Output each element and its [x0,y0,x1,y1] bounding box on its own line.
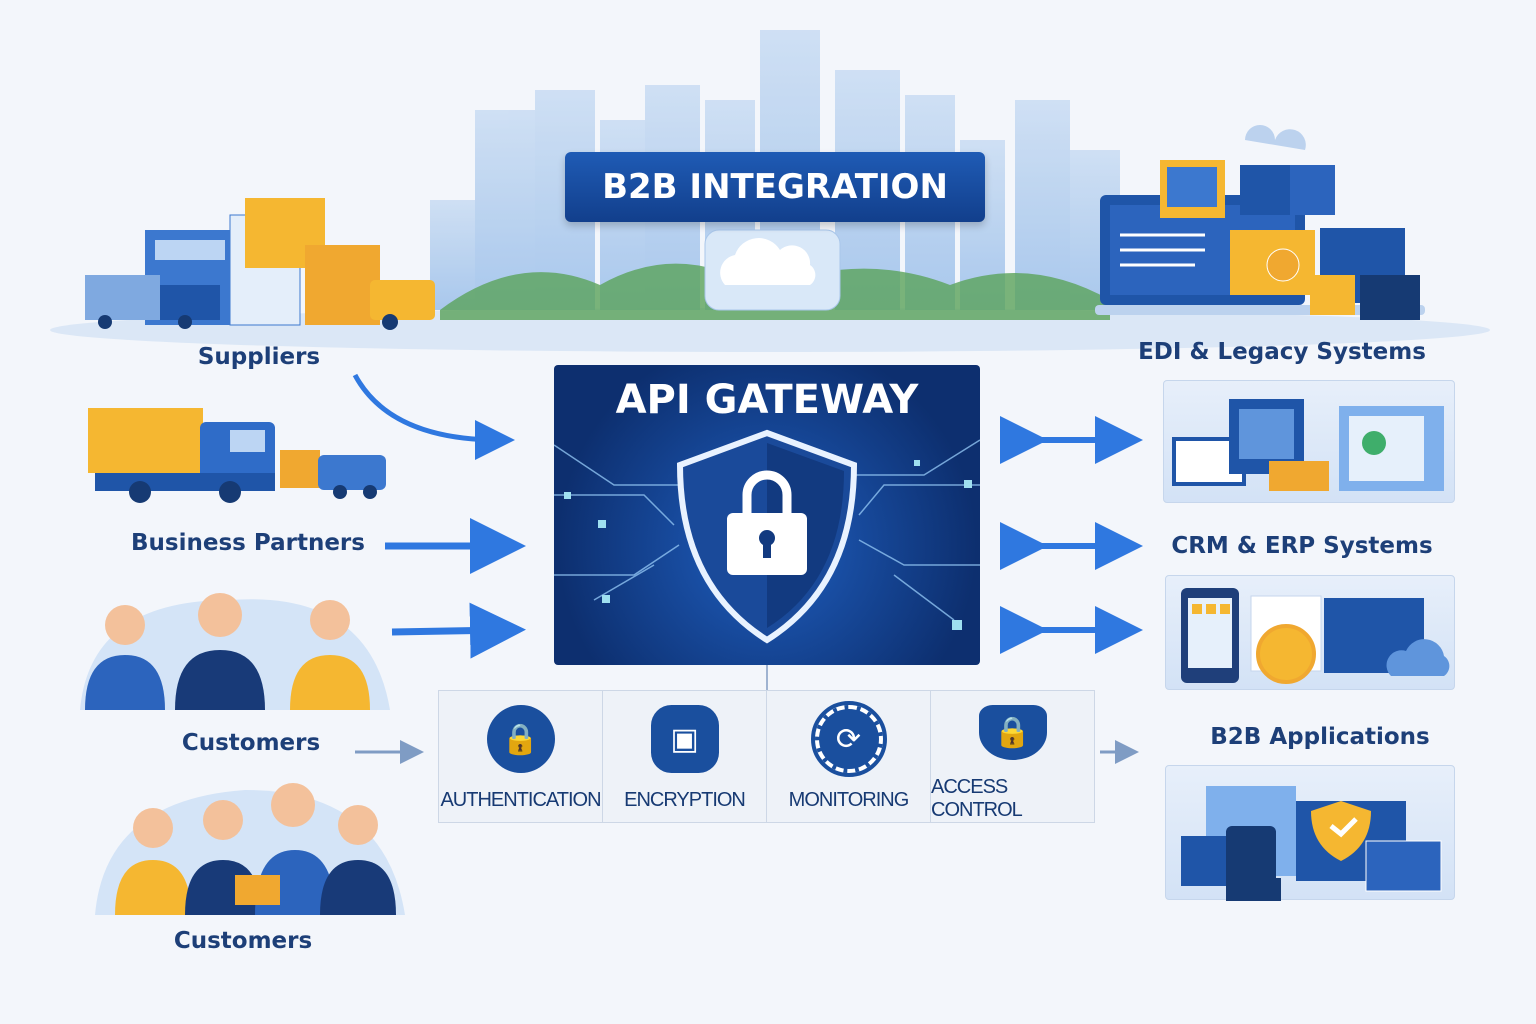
feature-access-control: 🔒 ACCESS CONTROL [931,691,1094,822]
feature-authentication: 🔒 AUTHENTICATION [439,691,603,822]
systems-laptop-illustration [1095,125,1425,320]
api-gateway-panel: API GATEWAY [554,365,980,665]
security-features-bar: 🔒 AUTHENTICATION ▣ ENCRYPTION ⟳ MONITORI… [438,690,1095,823]
b2b-integration-banner: B2B INTEGRATION [565,152,985,222]
shield-lock-icon [554,429,980,644]
trucks-illustration [88,408,386,503]
b2b-applications-panel [1165,765,1455,903]
suppliers-label: Suppliers [197,344,321,370]
crm-erp-label: CRM & ERP Systems [1171,533,1433,559]
arrow-customers [391,602,526,659]
bidirectional-arrows [1000,416,1143,654]
customers-illustration-1 [80,593,390,710]
feature-label: MONITORING [788,789,910,811]
crm-erp-devices-icon [1181,588,1450,684]
shield-lock-icon: 🔒 [978,705,1047,760]
crm-erp-panel [1165,575,1455,690]
business-partners-label: Business Partners [131,530,365,556]
feature-label: ACCESS CONTROL [931,776,1023,821]
lock-icon: 🔒 [486,705,555,773]
feature-label: ENCRYPTION [624,789,746,811]
customers-label-2: Customers [173,928,313,954]
legacy-computers-icon [1172,399,1444,491]
edi-legacy-label: EDI & Legacy Systems [1138,339,1426,365]
edi-legacy-panel [1163,380,1455,503]
api-gateway-title: API GATEWAY [615,377,919,423]
shield-chip-icon: ▣ [650,705,719,773]
b2b-applications-label: B2B Applications [1210,724,1430,750]
arrow-suppliers [352,373,515,460]
customers-illustration-2 [95,783,405,915]
feature-label: AUTHENTICATION [440,789,601,811]
b2b-apps-icon [1181,786,1442,903]
gear-monitor-icon: ⟳ [810,701,887,777]
suppliers-illustration [85,198,435,330]
feature-encryption: ▣ ENCRYPTION [603,691,767,822]
customers-label-1: Customers [181,730,321,756]
feature-monitoring: ⟳ MONITORING [767,691,931,822]
